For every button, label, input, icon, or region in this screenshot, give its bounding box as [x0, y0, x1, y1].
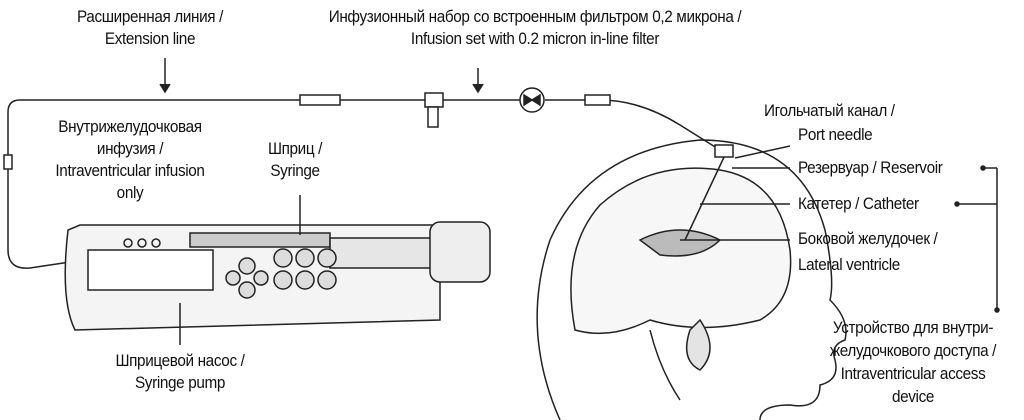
ivi-ru1: Внутрижелудочковая	[58, 117, 202, 136]
extension-line-arrow	[159, 58, 171, 94]
syringe-ru: Шприц /	[267, 139, 323, 158]
syringe-pump-ru: Шприцевой насос /	[115, 351, 245, 370]
intraventricular-infusion-label: Внутрижелудочковая инфузия / Intraventricu…	[36, 116, 225, 204]
syringe-pump-label: Шприцевой насос / Syringe pump	[95, 350, 266, 394]
extension-line-tube	[7, 99, 300, 269]
infusion-set-ru: Инфузионный набор со встроенным фильтром…	[328, 7, 742, 26]
extension-line-en: Extension line	[104, 29, 196, 48]
access-device-ru1: Устройство для внутри-	[832, 318, 994, 337]
ivi-en2: only	[116, 183, 144, 202]
infusion-set-label: Инфузионный набор со встроенным фильтром…	[310, 6, 760, 50]
syringe-label: Шприц / Syringe	[255, 138, 336, 182]
head-brain-illustration	[536, 139, 847, 420]
ivi-ru2: инфузия /	[96, 139, 164, 158]
syringe-pump	[64, 221, 491, 345]
extension-line-ru: Расширенная линия /	[76, 7, 224, 26]
access-device-en1: Intraventricular access	[840, 364, 986, 383]
ivi-en1: Intraventricular infusion	[55, 161, 205, 180]
lateral-ventricle-en: Lateral ventricle	[798, 255, 900, 274]
infusion-set-en: Infusion set with 0.2 micron in-line fil…	[410, 29, 660, 48]
port-needle-ru: Игольчатый канал /	[764, 101, 895, 120]
syringe-pump-en: Syringe pump	[134, 373, 226, 392]
infusion-set-arrow	[472, 68, 484, 94]
infusion-set-tube	[300, 99, 721, 151]
reservoir-label: Резервуар / Reservoir	[798, 158, 943, 177]
catheter-label: Катетер / Catheter	[798, 194, 919, 213]
access-device-label: Устройство для внутри-желудочкового дост…	[819, 316, 1008, 408]
access-device-ru2: желудочкового доступа /	[829, 341, 997, 360]
extension-line-label: Расширенная линия / Extension line	[60, 6, 240, 50]
device-bracket	[954, 165, 1000, 313]
lateral-ventricle-ru: Боковой желудочек /	[798, 229, 938, 248]
port-needle-en: Port needle	[798, 125, 873, 144]
syringe-en: Syringe	[270, 161, 320, 180]
access-device-en2: device	[891, 387, 935, 406]
